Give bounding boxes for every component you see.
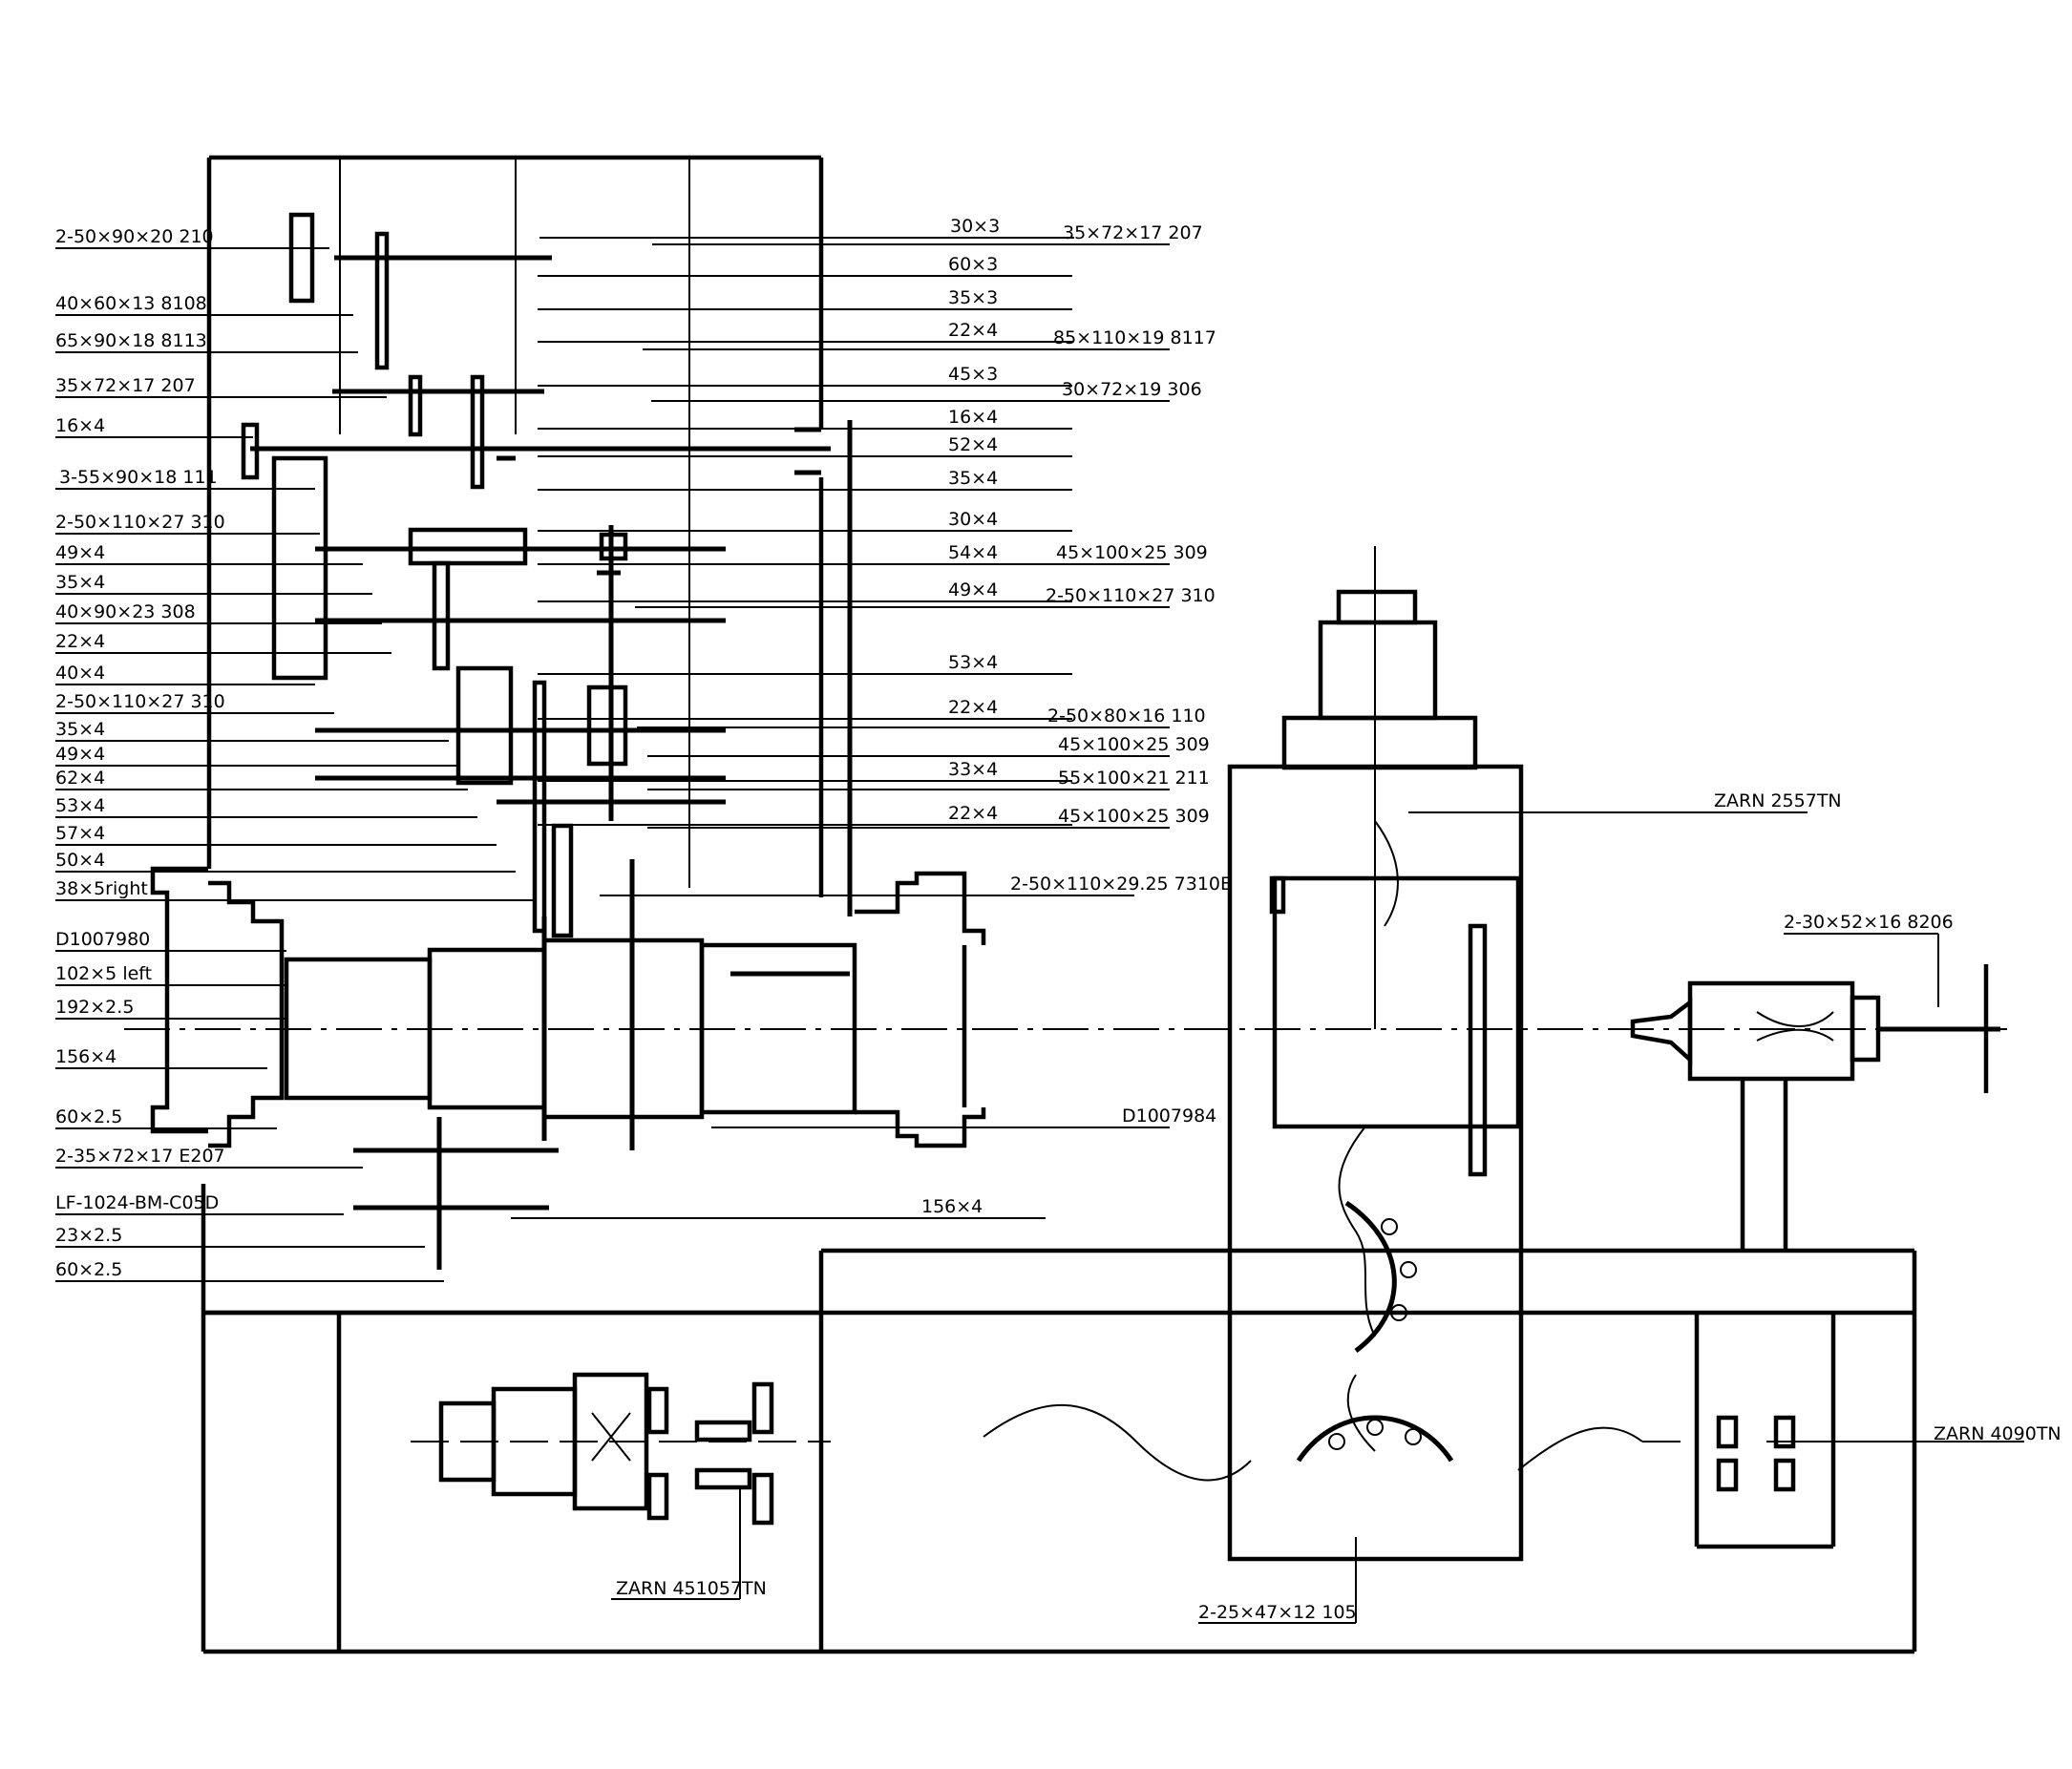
label-right-26: 156×4 [921, 1196, 983, 1217]
label-right-23: 45×100×25 309 [1058, 806, 1210, 827]
label-right-0: 30×3 [950, 216, 1000, 237]
label-right-17: 22×4 [948, 697, 998, 718]
label-left-15: 62×4 [55, 768, 105, 789]
label-right-19: 45×100×25 309 [1058, 734, 1210, 755]
main-spindle [124, 859, 2015, 1150]
label-right-18: 2-50×80×16 110 [1047, 705, 1206, 727]
label-zarn-451057: ZARN 451057TN [616, 1578, 767, 1599]
right-labels: 30×3 35×72×17 207 60×3 35×3 22×4 85×110×… [921, 216, 1232, 1217]
headstock-frame [206, 155, 824, 897]
label-right-11: 30×4 [948, 509, 998, 530]
label-right-3: 35×3 [948, 287, 998, 308]
label-right-20: 33×4 [948, 759, 998, 780]
label-left-1: 40×60×13 8108 [55, 293, 207, 314]
label-right-25: D1007984 [1122, 1106, 1216, 1127]
right-leaders [511, 237, 1170, 1219]
label-right-7: 30×72×19 306 [1062, 379, 1202, 400]
label-left-28: 60×2.5 [55, 1259, 122, 1280]
gearbox-shafts [241, 212, 853, 1270]
label-tailstock-bearing: 2-30×52×16 8206 [1784, 912, 1954, 933]
label-left-13: 35×4 [55, 719, 105, 740]
label-left-17: 57×4 [55, 823, 105, 844]
label-left-19: 38×5right [55, 878, 148, 899]
label-zarn-4090: ZARN 4090TN [1934, 1423, 2061, 1444]
label-right-8: 16×4 [948, 407, 998, 428]
label-left-4: 16×4 [55, 415, 105, 436]
label-left-6: 2-50×110×27 310 [55, 512, 225, 533]
other-labels: ZARN 2557TN 2-30×52×16 8206 ZARN 4090TN … [616, 790, 2061, 1623]
label-right-5: 85×110×19 8117 [1053, 327, 1216, 348]
label-right-4: 22×4 [948, 320, 998, 341]
label-left-11: 40×4 [55, 663, 105, 684]
label-right-16: 53×4 [948, 652, 998, 673]
label-right-2: 60×3 [948, 254, 998, 275]
label-left-16: 53×4 [55, 795, 105, 816]
label-right-13: 45×100×25 309 [1056, 542, 1208, 563]
label-right-22: 22×4 [948, 803, 998, 824]
carriage-apron [1227, 546, 1524, 1562]
label-left-5: 3-55×90×18 111 [59, 467, 218, 488]
label-left-3: 35×72×17 207 [55, 375, 196, 396]
label-left-14: 49×4 [55, 744, 105, 765]
label-left-10: 22×4 [55, 631, 105, 652]
label-right-21: 55×100×21 211 [1058, 768, 1210, 789]
label-left-25: 2-35×72×17 E207 [55, 1146, 225, 1167]
other-leaders [611, 811, 2024, 1624]
label-left-22: 192×2.5 [55, 997, 134, 1018]
tailstock [1630, 964, 2000, 1251]
feed-box [411, 1372, 1796, 1526]
label-right-1: 35×72×17 207 [1063, 222, 1203, 243]
label-left-8: 35×4 [55, 572, 105, 593]
left-leaders [55, 247, 535, 1282]
label-left-7: 49×4 [55, 542, 105, 563]
label-right-9: 52×4 [948, 434, 998, 455]
label-right-12: 54×4 [948, 542, 998, 563]
label-left-0: 2-50×90×20 210 [55, 226, 214, 247]
label-left-2: 65×90×18 8113 [55, 330, 207, 351]
label-zarn-2557: ZARN 2557TN [1714, 790, 1842, 811]
label-left-20: D1007980 [55, 929, 150, 950]
label-bottom-bearing: 2-25×47×12 105 [1198, 1602, 1357, 1623]
label-right-15: 2-50×110×27 310 [1046, 585, 1216, 606]
label-left-9: 40×90×23 308 [55, 601, 196, 622]
label-right-24: 2-50×110×29.25 7310E [1010, 874, 1232, 895]
left-labels: 2-50×90×20 210 40×60×13 8108 65×90×18 81… [55, 226, 225, 1280]
label-right-10: 35×4 [948, 468, 998, 489]
label-left-24: 60×2.5 [55, 1106, 122, 1127]
label-left-12: 2-50×110×27 310 [55, 691, 225, 712]
label-left-21: 102×5 left [55, 963, 152, 984]
label-right-6: 45×3 [948, 364, 998, 385]
label-left-23: 156×4 [55, 1046, 116, 1067]
label-left-27: 23×2.5 [55, 1225, 122, 1246]
machine-bed [201, 1184, 1917, 1654]
label-left-18: 50×4 [55, 850, 105, 871]
label-left-26: LF-1024-BM-C05D [55, 1192, 219, 1213]
label-right-14: 49×4 [948, 579, 998, 600]
